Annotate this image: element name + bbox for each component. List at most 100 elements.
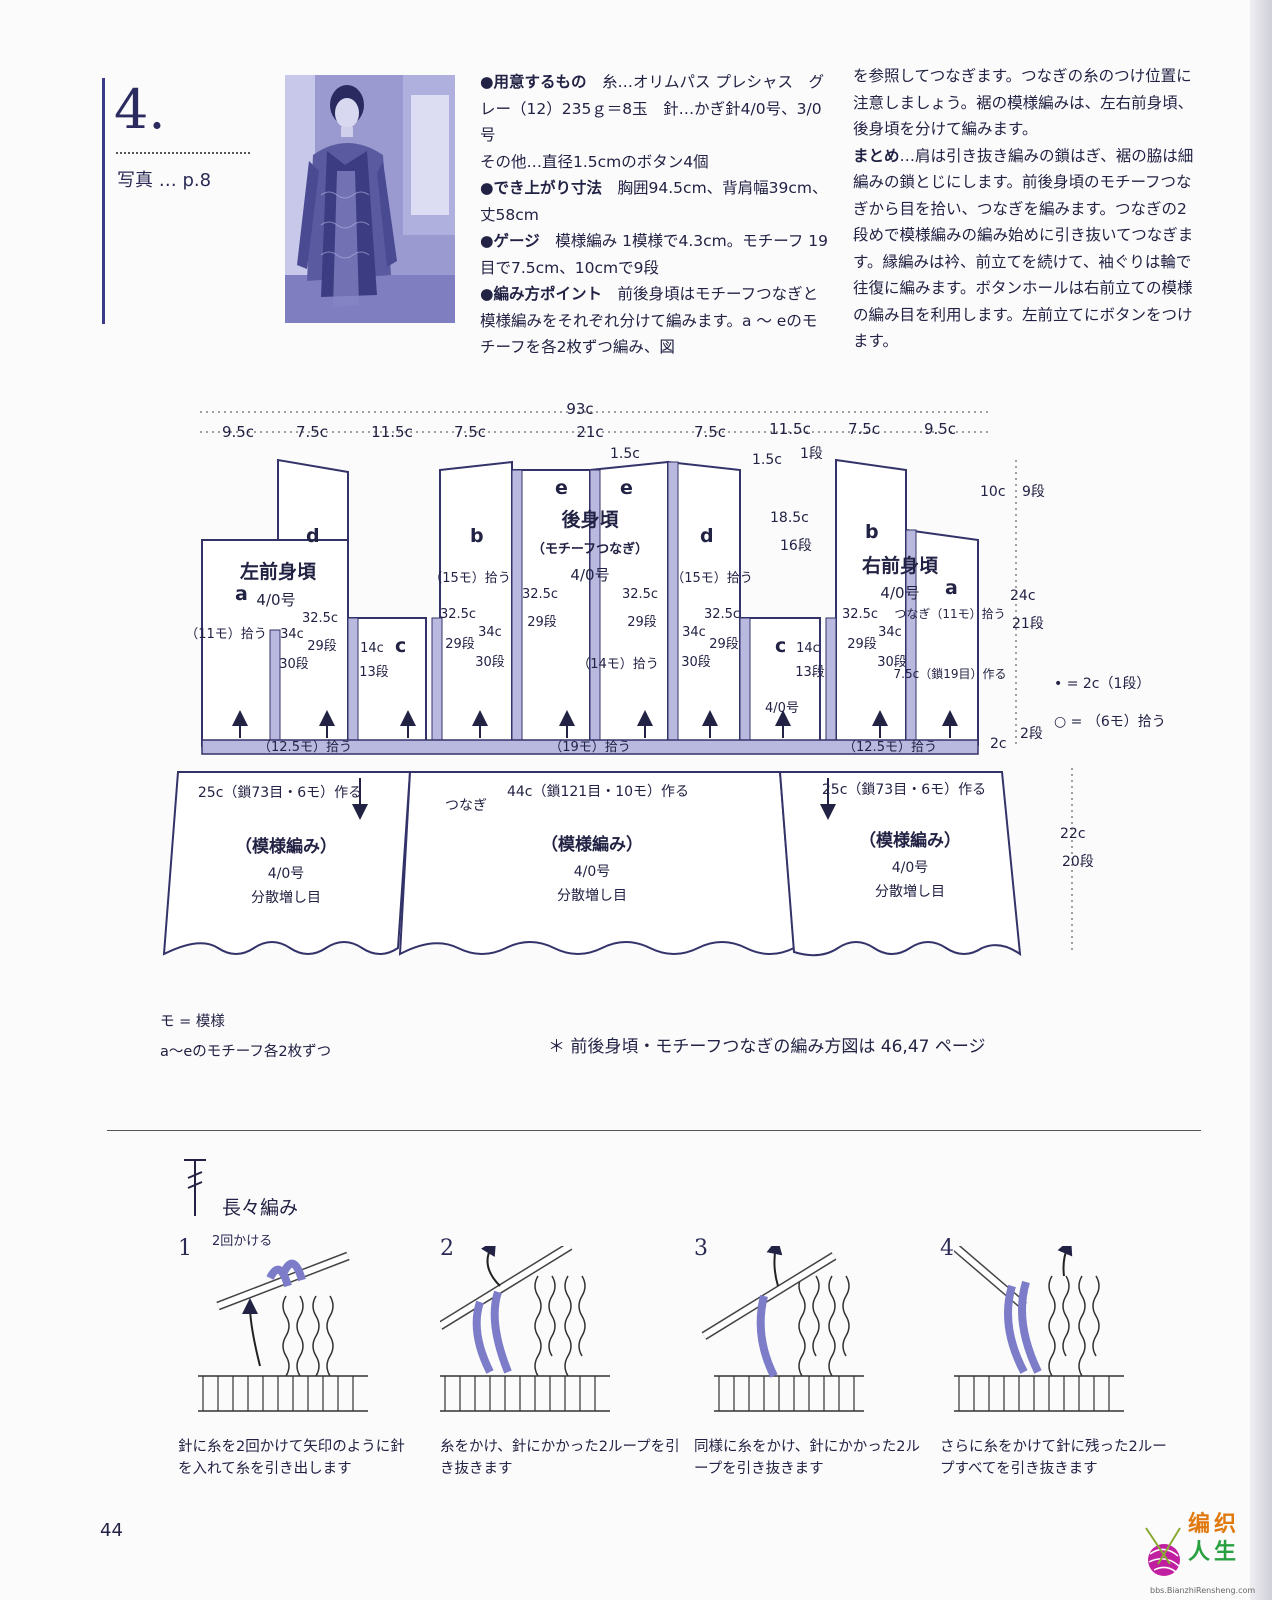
right-front-pickup: つなぎ（11モ）拾う: [894, 606, 1005, 621]
motif-c-left: c: [395, 635, 406, 657]
hem-left-needle: 4/0号: [268, 866, 305, 882]
hem-right-inc: 分散増し目: [875, 884, 945, 900]
back-subtitle: （モチーフつなぎ）: [532, 541, 648, 557]
model-photo: [285, 75, 455, 323]
motif-e-right: e: [620, 477, 633, 499]
step-caption: 糸をかけ、針にかかった2ループを引き抜きます: [440, 1439, 680, 1477]
dim-back-29dan-a: 29段: [445, 637, 475, 652]
garment-schematic: 93c 9.5c 7.5c 11.5c 7.5c 21c 7.5c 11.5c …: [162, 400, 1166, 957]
section-bar: [102, 78, 105, 324]
logo-url: bbs.BianzhiRensheng.com: [1150, 1586, 1256, 1595]
right-front-needle: 4/0号: [880, 584, 919, 602]
dim-left-13dan: 13段: [359, 665, 389, 680]
photo-reference: 写真 … p.8: [117, 170, 212, 191]
left-front-title: 左前身頃: [240, 560, 317, 583]
pattern-number: 4.: [114, 78, 166, 141]
dim-right-13dan: 13段: [795, 665, 825, 680]
dim-total-width: 93c: [566, 400, 593, 418]
right-front-title: 右前身頃: [861, 554, 939, 577]
para-other: その他…直径1.5cmのボタン4個: [480, 152, 709, 171]
dim-body-24: 24c: [1010, 588, 1036, 604]
dim-armhole-16dan: 16段: [780, 538, 812, 554]
dim-back-29dan-b: 29段: [527, 615, 557, 630]
dim-left-34: 34c: [280, 627, 304, 642]
hem-right-chain: 25c（鎖73目・6モ）作る: [822, 782, 986, 798]
motif-a-right: a: [945, 577, 958, 599]
instructions-column: を参照してつなぎます。つなぎの糸のつけ位置に注意しましょう。裾の模様編みは、左右…: [853, 63, 1198, 355]
stitch-title: 長々編み: [222, 1197, 299, 1219]
dim-neck-10: 10c: [980, 484, 1006, 500]
step-4-illustration: [954, 1246, 1124, 1412]
stitch-step-1: 1 2回かける 針に糸を2回かけて矢印のように針を入れて糸を引き出します: [178, 1234, 418, 1496]
dim-top-9: 9.5c: [924, 420, 956, 438]
step-number: 2: [440, 1236, 454, 1261]
dim-right-14: 14c: [796, 641, 820, 656]
back-needle: 4/0号: [570, 566, 609, 584]
footnote: ＊ 前後身頃・モチーフつなぎの編み方図は 46,47 ページ: [548, 1037, 986, 1057]
dim-right-29dan: 29段: [847, 637, 877, 652]
band-center-label: （19モ）拾う: [549, 740, 631, 755]
section-divider: [107, 1130, 1201, 1131]
step-number: 4: [940, 1236, 954, 1261]
hem-center-inc: 分散増し目: [557, 888, 627, 904]
hem-left-inc: 分散増し目: [251, 890, 321, 906]
hem-center-needle: 4/0号: [574, 864, 611, 880]
step-caption: 針に糸を2回かけて矢印のように針を入れて糸を引き出します: [178, 1439, 405, 1477]
stitch-step-2: 2 糸をかけ、針にかかった2ループを引き抜きます: [440, 1236, 680, 1496]
page-edge-shadow: [1250, 0, 1272, 1600]
logo-line-1: 编织: [1188, 1512, 1241, 1537]
dim-top-6: 7.5c: [694, 423, 726, 441]
dim-right-32-5: 32.5c: [842, 607, 878, 622]
motif-b-left: b: [470, 525, 484, 547]
materials-column: ●用意するもの 糸…オリムパス プレシャス グレー（12）235ｇ＝8玉 針…か…: [480, 69, 830, 361]
dim-shoulder-1-5: 1.5c: [752, 452, 782, 468]
dim-left-14: 14c: [360, 641, 384, 656]
dim-back-32-5-a: 32.5c: [440, 607, 476, 622]
logo-line-2: 人生: [1188, 1540, 1241, 1565]
dim-hem-22: 22c: [1060, 826, 1086, 842]
dim-top-7: 11.5c: [769, 420, 811, 438]
dim-top-2: 7.5c: [296, 423, 328, 441]
site-logo: 编织 人生 bbs.BianzhiRensheng.com: [1140, 1506, 1260, 1598]
dim-armhole-18-5: 18.5c: [770, 510, 809, 526]
para-points: ●編み方ポイント 前後身頃はモチーフつなぎと模様編みをそれぞれ分けて編みます。a…: [480, 285, 819, 356]
dim-top-8: 7.5c: [848, 420, 880, 438]
legend-mo: モ = 模様: [160, 1014, 225, 1030]
dim-neck-9dan: 9段: [1022, 484, 1045, 500]
legend-dot: • = 2c（1段）: [1054, 676, 1150, 692]
left-front-needle: 4/0号: [256, 591, 295, 609]
hem-right-pattern: （模様編み）: [859, 830, 961, 851]
hem-left-chain: 25c（鎖73目・6モ）作る: [198, 785, 362, 801]
hem-right-needle: 4/0号: [892, 860, 929, 876]
dim-body-21dan: 21段: [1012, 616, 1044, 632]
dim-left-32-5: 32.5c: [302, 611, 338, 626]
back-title: 後身頃: [561, 508, 619, 531]
motif-b-right: b: [865, 521, 879, 543]
motif-d-left: d: [306, 525, 320, 547]
motif-a-left: a: [235, 583, 248, 605]
legend-circle: ○ = （6モ）拾う: [1054, 714, 1166, 730]
dim-back-15mo-left: （15モ）拾う: [429, 571, 511, 586]
step-note: 2回かける: [212, 1234, 273, 1249]
para-materials: ●用意するもの 糸…オリムパス プレシャス グレー（12）235ｇ＝8玉 針…か…: [480, 73, 824, 144]
para-finished-size: ●でき上がり寸法 胸囲94.5cm、背肩幅39cm、丈58cm: [480, 179, 828, 224]
dim-top-1: 9.5c: [222, 423, 254, 441]
stitch-step-3: 3 同様に糸をかけ、針にかかった2ループを引き抜きます: [694, 1236, 934, 1496]
step-1-illustration: [198, 1251, 368, 1412]
hem-center-pattern: （模様編み）: [541, 834, 643, 855]
yarn-ball-icon: [1145, 1527, 1181, 1576]
legend-motifs: a〜eのモチーフ各2枚ずつ: [160, 1044, 332, 1060]
dim-top-3: 11.5c: [371, 423, 413, 441]
step-2-illustration: [440, 1246, 610, 1412]
para-finishing: まとめ…肩は引き抜き編みの鎖はぎ、裾の脇は細編みの鎖とじにします。前後身頃のモチ…: [853, 146, 1194, 351]
dim-back-32-5-b: 32.5c: [522, 587, 558, 602]
hem-left-pattern: （模様編み）: [235, 836, 337, 857]
dim-back-32-5-d: 32.5c: [704, 607, 740, 622]
dim-back-30dan-a: 30段: [475, 655, 505, 670]
para-gauge: ●ゲージ 模様編み 1模様で4.3cm。モチーフ 19目で7.5cm、10cmで…: [480, 232, 828, 277]
dim-back-neck: 1.5c: [610, 446, 640, 462]
hem-center-chain: 44c（鎖121目・10モ）作る: [507, 784, 689, 800]
dim-band-2dan: 2段: [1020, 726, 1043, 742]
band-left-label: （12.5モ）拾う: [258, 740, 352, 755]
